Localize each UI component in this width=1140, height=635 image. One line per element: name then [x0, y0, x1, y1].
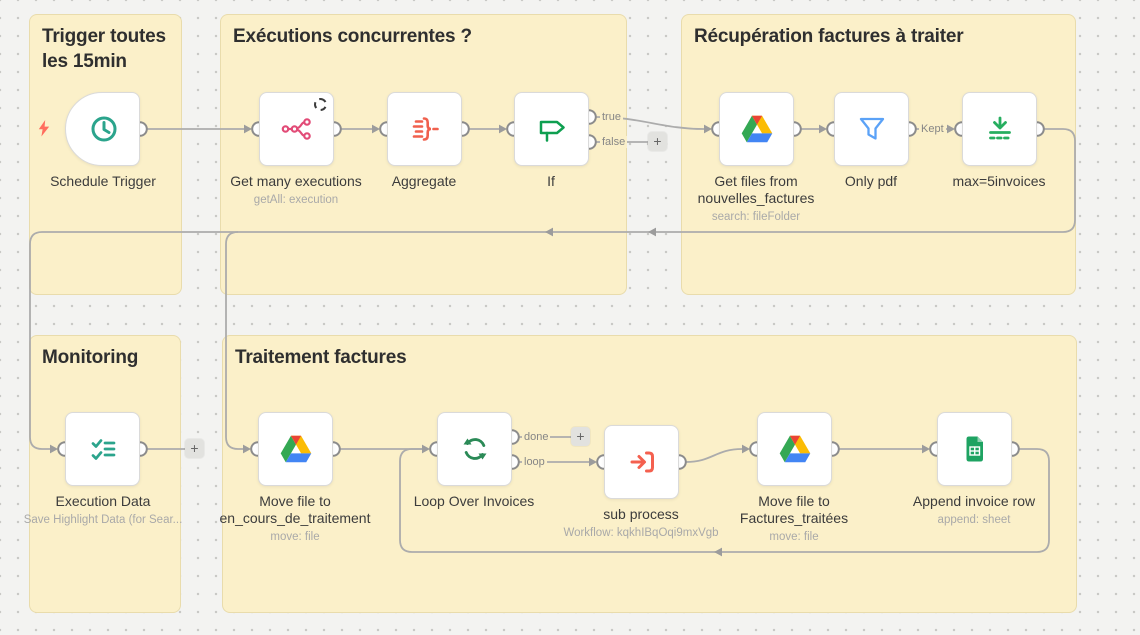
node-caption-aggregate: Aggregate	[314, 173, 534, 190]
trigger-lightning-icon	[38, 120, 50, 137]
google-drive-icon	[779, 435, 810, 463]
node-label: Move file to en_cours_de_traitement	[219, 493, 371, 526]
node-label: If	[547, 173, 555, 189]
google-drive-icon	[741, 115, 772, 143]
node-subtitle: Save Highlight Data (for Sear...	[23, 514, 183, 526]
node-label: Schedule Trigger	[50, 173, 156, 189]
node-subtitle: search: fileFolder	[711, 211, 801, 223]
node-label: max=5invoices	[952, 173, 1046, 189]
node-sub-process[interactable]	[604, 425, 679, 499]
node-caption-get-many-executions: Get many executions getAll: execution	[186, 173, 406, 207]
node-subtitle: append: sheet	[937, 514, 1011, 526]
node-move-file-to-factures-traitees[interactable]	[757, 412, 832, 486]
node-subtitle: Workflow: kqkhIBqOqi9mxVgb	[563, 527, 719, 539]
node-label: Execution Data	[55, 493, 151, 509]
node-if[interactable]	[514, 92, 589, 166]
port-label-false: false	[600, 136, 628, 148]
group-title: Récupération factures à traiter	[694, 26, 964, 47]
connection-limit-movefile[interactable]	[225, 231, 243, 450]
node-caption-move-file-traitees: Move file to Factures_traitées move: fil…	[684, 493, 904, 544]
if-signpost-icon	[539, 120, 565, 142]
node-label: Aggregate	[391, 173, 457, 189]
node-loop-over-invoices[interactable]	[437, 412, 512, 486]
checklist-icon	[91, 439, 115, 460]
node-label: sub process	[603, 506, 679, 522]
node-caption-schedule-trigger: Schedule Trigger	[0, 173, 213, 190]
node-caption-move-file-en-cours: Move file to en_cours_de_traitement move…	[185, 493, 405, 544]
node-move-file-to-en-cours[interactable]	[258, 412, 333, 486]
connection-append-loopback[interactable]	[399, 448, 1050, 553]
clock-icon	[91, 116, 116, 142]
google-sheets-icon	[966, 436, 983, 462]
node-only-pdf[interactable]	[834, 92, 909, 166]
filter-icon	[859, 117, 884, 140]
add-node-button-executiondata[interactable]: +	[185, 439, 204, 458]
node-caption-max-5invoices: max=5invoices	[889, 173, 1109, 190]
node-caption-if: If	[441, 173, 661, 190]
limit-icon	[988, 116, 1011, 140]
connection-subprocess-movefile2[interactable]	[685, 448, 743, 463]
n8n-executions-icon	[281, 118, 311, 140]
node-label: Only pdf	[844, 173, 898, 189]
add-node-button-done[interactable]: +	[571, 427, 590, 446]
node-aggregate[interactable]	[387, 92, 462, 166]
add-node-button-false[interactable]: +	[648, 132, 667, 151]
node-label: Move file to Factures_traitées	[739, 493, 849, 526]
wire-arrows	[50, 124, 955, 557]
node-get-many-executions[interactable]	[259, 92, 334, 166]
execute-workflow-icon	[630, 451, 654, 473]
node-caption-execution-data: Execution Data Save Highlight Data (for …	[0, 493, 213, 527]
google-drive-icon	[280, 435, 311, 463]
node-label: Get many executions	[230, 173, 362, 189]
sync-status-icon	[314, 98, 327, 111]
node-schedule-trigger[interactable]	[65, 92, 140, 166]
node-label: Append invoice row	[912, 493, 1036, 509]
node-caption-sub-process: sub process Workflow: kqkhIBqOqi9mxVgb	[531, 506, 751, 540]
node-subtitle: move: file	[270, 531, 320, 543]
loop-icon	[463, 438, 486, 460]
node-caption-append-invoice-row: Append invoice row append: sheet	[864, 493, 1084, 527]
node-append-invoice-row[interactable]	[937, 412, 1012, 486]
node-get-files-from-nouvelles-factures[interactable]	[719, 92, 794, 166]
group-title: Trigger toutes les 15min	[42, 26, 166, 72]
port-label-true: true	[600, 111, 623, 123]
port-label-loop: loop	[522, 456, 547, 468]
node-caption-get-files: Get files from nouvelles_factures search…	[646, 173, 866, 224]
group-title: Exécutions concurrentes ?	[233, 26, 472, 47]
node-caption-loop-over-invoices: Loop Over Invoices	[364, 493, 584, 510]
port-label-done: done	[522, 431, 551, 443]
group-trigger-toutes[interactable]: Trigger toutes les 15min	[29, 14, 182, 295]
group-title: Traitement factures	[235, 347, 407, 368]
node-execution-data[interactable]	[65, 412, 140, 486]
node-subtitle: getAll: execution	[253, 194, 339, 206]
group-title: Monitoring	[42, 347, 139, 368]
node-subtitle: move: file	[769, 531, 819, 543]
node-caption-only-pdf: Only pdf	[761, 173, 981, 190]
aggregate-icon	[412, 117, 439, 141]
node-label: Get files from nouvelles_factures	[697, 173, 815, 206]
node-label: Loop Over Invoices	[413, 493, 535, 509]
node-max-5invoices[interactable]	[962, 92, 1037, 166]
port-label-kept: Kept	[919, 123, 946, 135]
